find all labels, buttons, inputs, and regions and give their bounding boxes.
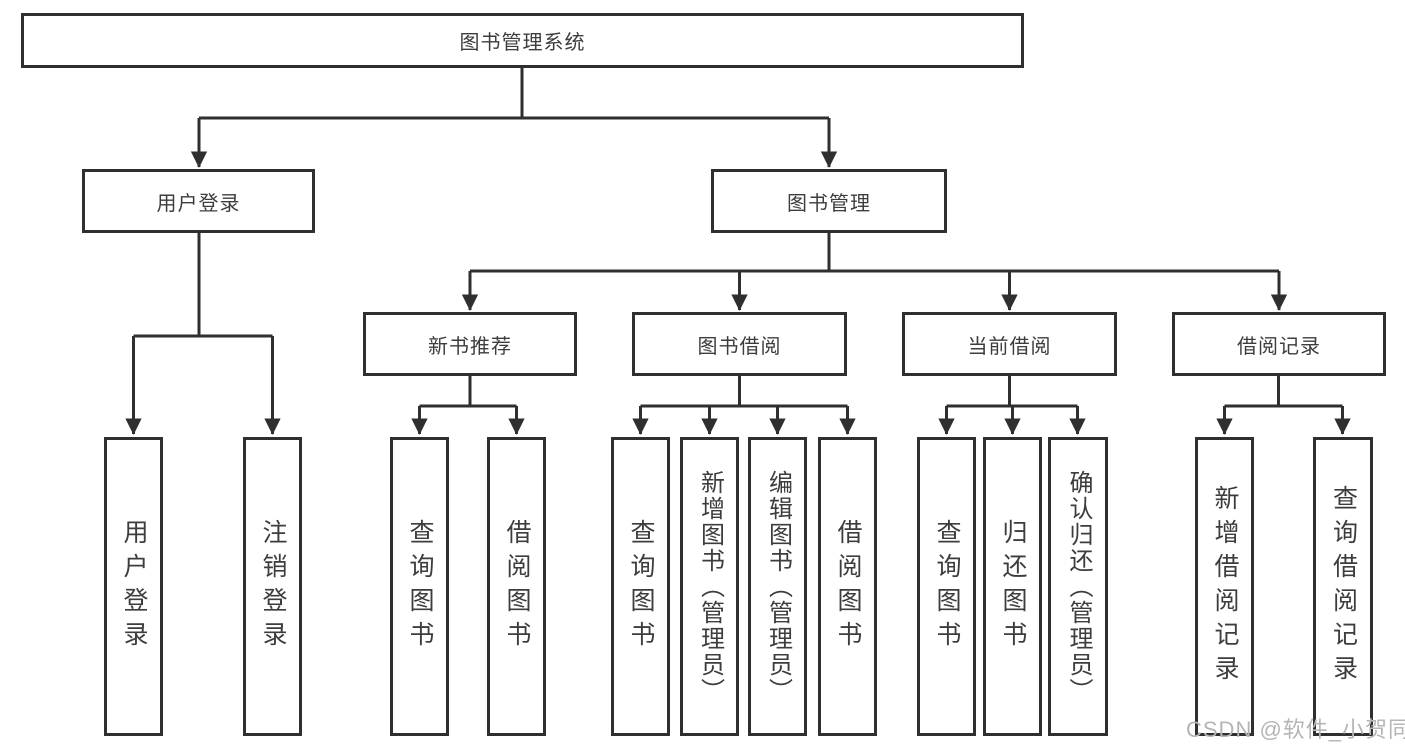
node-book-management: 图书管理 [711,169,947,233]
leaf-logout: 注销登录 [243,437,302,736]
leaf-confirm-return-admin-label: 确认归还（管理员） [1065,469,1092,704]
watermark: CSDN @软件_小贺同学 [1186,717,1405,742]
leaf-borrow-books-recommend-label: 借阅图书 [503,518,531,655]
node-new-book-recommend: 新书推荐 [363,312,577,376]
node-root: 图书管理系统 [21,13,1024,68]
node-user-login: 用户登录 [82,169,315,233]
leaf-add-book-admin: 新增图书（管理员） [680,437,739,736]
leaf-query-books-recommend-label: 查询图书 [406,518,434,655]
leaf-query-borrow-record: 查询借阅记录 [1313,437,1373,736]
leaf-add-borrow-record-label: 新增借阅记录 [1211,484,1239,689]
leaf-query-borrow-record-label: 查询借阅记录 [1329,484,1358,689]
leaf-query-books-recommend: 查询图书 [390,437,449,736]
leaf-borrow-books: 借阅图书 [818,437,877,736]
node-current-borrow: 当前借阅 [902,312,1117,376]
node-user-login-label: 用户登录 [156,192,241,215]
node-book-borrow: 图书借阅 [632,312,847,376]
leaf-borrow-books-label: 借阅图书 [834,518,862,655]
leaf-query-books-current-label: 查询图书 [933,518,961,655]
leaf-add-book-admin-label: 新增图书（管理员） [696,469,724,704]
leaf-query-books-borrow: 查询图书 [611,437,670,736]
node-book-borrow-label: 图书借阅 [697,335,782,358]
leaf-edit-book-admin-label: 编辑图书（管理员） [764,469,792,704]
node-borrow-record-label: 借阅记录 [1237,335,1321,358]
node-borrow-record: 借阅记录 [1172,312,1386,376]
leaf-user-login-action: 用户登录 [104,437,163,736]
node-new-book-recommend-label: 新书推荐 [428,335,512,358]
leaf-edit-book-admin: 编辑图书（管理员） [748,437,807,736]
leaf-borrow-books-recommend: 借阅图书 [487,437,546,736]
node-current-borrow-label: 当前借阅 [967,335,1052,358]
node-root-label: 图书管理系统 [459,32,586,54]
leaf-user-login-action-label: 用户登录 [120,518,148,655]
leaf-return-book: 归还图书 [983,437,1042,736]
leaf-logout-label: 注销登录 [259,518,287,655]
leaf-add-borrow-record: 新增借阅记录 [1195,437,1254,736]
leaf-return-book-label: 归还图书 [999,518,1027,655]
leaf-query-books-current: 查询图书 [917,437,976,736]
leaf-query-books-borrow-label: 查询图书 [627,518,655,655]
node-book-management-label: 图书管理 [787,192,871,215]
leaf-confirm-return-admin: 确认归还（管理员） [1048,437,1108,736]
connector-skeleton [133,68,1343,408]
